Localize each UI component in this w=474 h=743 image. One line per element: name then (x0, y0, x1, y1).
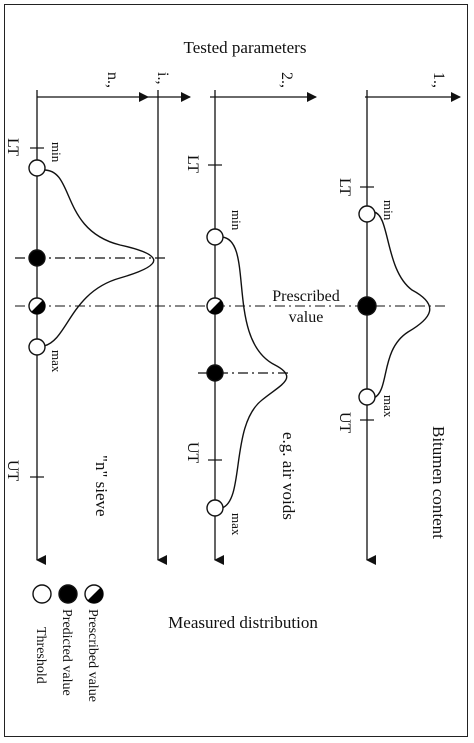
distribution-curve-2 (221, 236, 288, 509)
distribution-curve-1 (373, 211, 431, 399)
threshold-marker-1-max (358, 388, 376, 406)
legend: Prescribed value Predicted value Thresho… (32, 584, 104, 702)
header-title: Tested parameters (184, 38, 307, 57)
min-label-2: min (229, 210, 244, 231)
ut-label-1: UT (336, 412, 353, 434)
measured-distribution-label: Measured distribution (168, 613, 318, 632)
lt-label-n: LT (4, 138, 21, 156)
ut-label-n: UT (4, 460, 21, 482)
legend-threshold-label: Threshold (33, 627, 48, 684)
distribution-curve-n (43, 169, 155, 347)
legend-prescribed-icon (84, 584, 104, 604)
legend-threshold-icon (32, 584, 52, 604)
column-name-2: e.g. air voids (279, 432, 298, 520)
prescribed-value-label-line1: Prescribed (272, 288, 340, 305)
ut-label-2: UT (184, 442, 201, 464)
legend-predicted-label: Predicted value (59, 609, 74, 696)
axis-label-1: 1., (430, 72, 447, 88)
threshold-marker-n-min (28, 159, 46, 177)
lt-label-2: LT (184, 155, 201, 173)
min-label-1: min (381, 200, 396, 221)
prescribed-marker-n (28, 297, 46, 315)
column-name-1: Bitumen content (429, 426, 448, 539)
threshold-marker-2-min (206, 228, 224, 246)
threshold-marker-1-min (358, 205, 376, 223)
legend-predicted-icon (58, 584, 78, 604)
predicted-marker-1 (357, 296, 377, 316)
max-label-2: max (229, 513, 244, 536)
min-label-n: min (49, 142, 64, 163)
threshold-marker-n-max (28, 338, 46, 356)
max-label-1: max (381, 395, 396, 418)
threshold-marker-2-max (206, 499, 224, 517)
axis-label-n: n., (104, 72, 121, 88)
prescribed-marker-2 (206, 297, 224, 315)
axis-label-i: i., (154, 72, 171, 84)
axis-label-2: 2., (278, 72, 295, 88)
column-name-n: "n" sieve (92, 455, 111, 517)
lt-label-1: LT (336, 178, 353, 196)
legend-prescribed-label: Prescribed value (85, 609, 100, 702)
figure-frame (4, 4, 468, 737)
predicted-marker-n (28, 249, 46, 267)
max-label-n: max (49, 350, 64, 373)
predicted-marker-2 (206, 364, 224, 382)
prescribed-value-label-line2: value (289, 309, 324, 326)
